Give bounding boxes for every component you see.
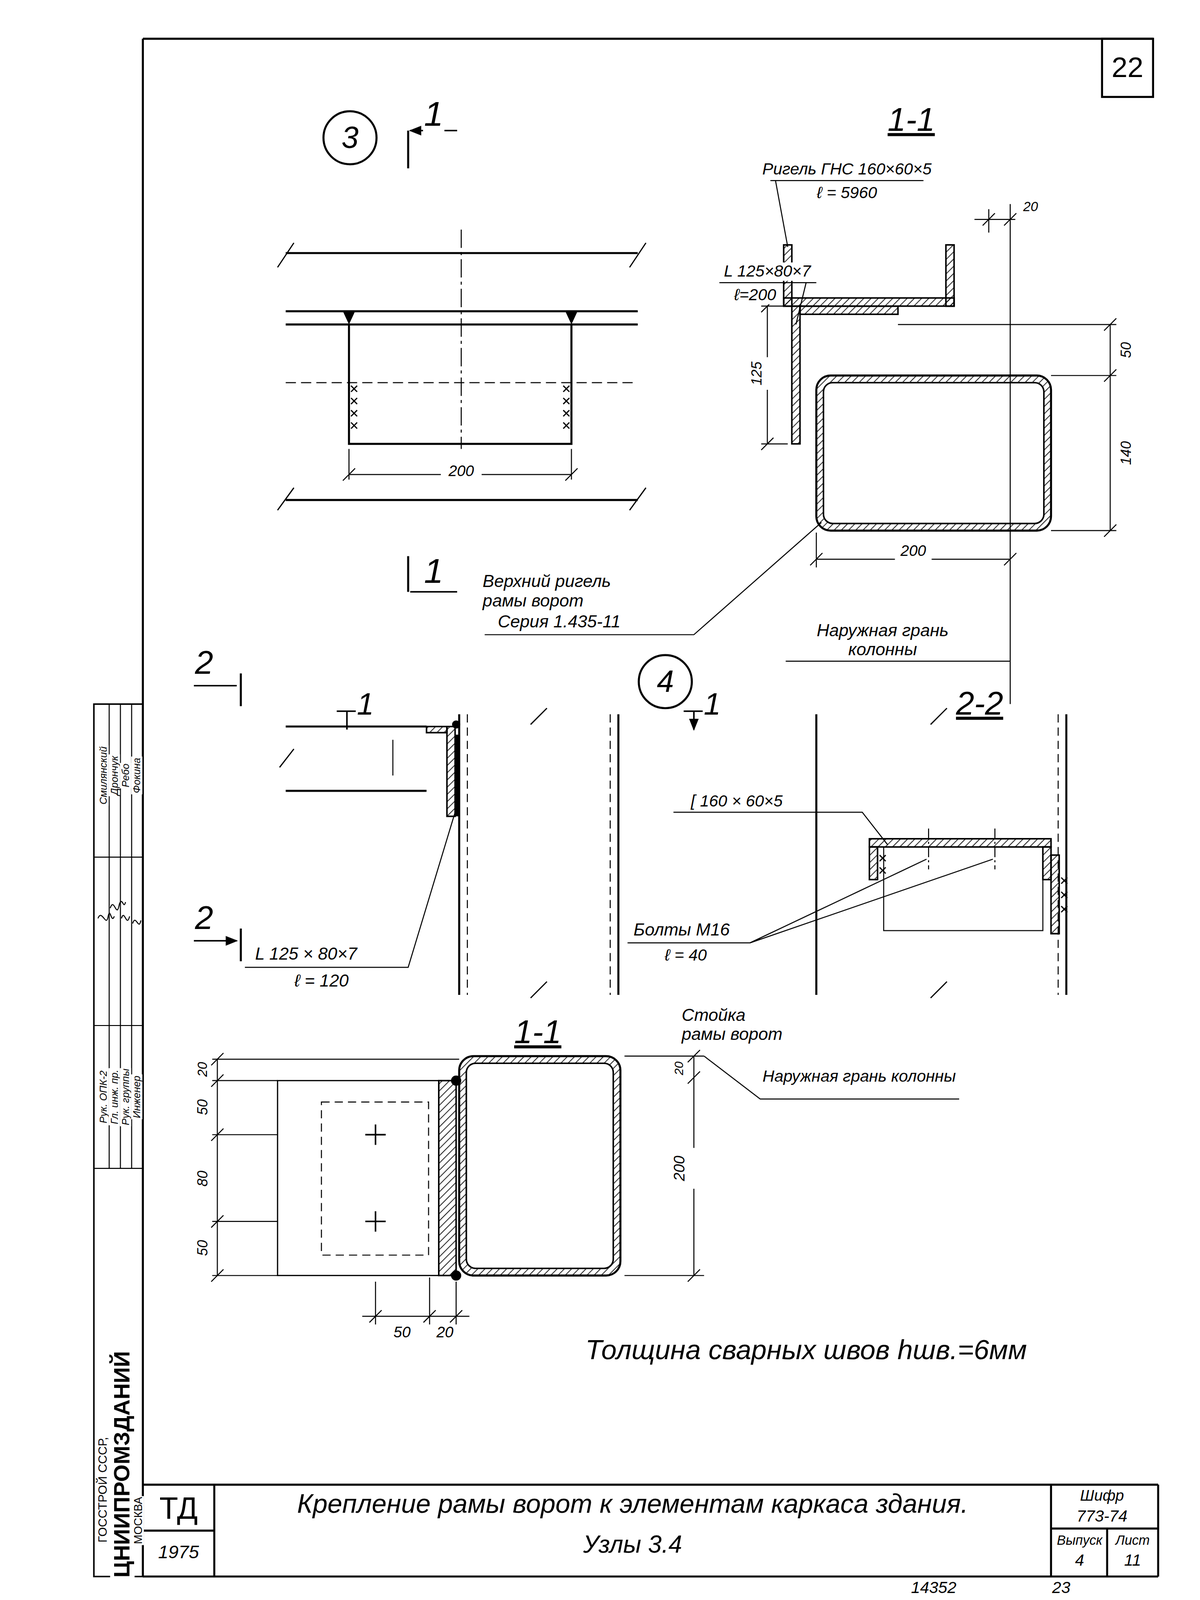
rotated-label: 200 <box>670 1154 688 1182</box>
rotated-label: Дрончук <box>108 754 120 797</box>
node3-elevation <box>277 130 646 592</box>
drawing-label: Толщина сварных швов hшв.=6мм <box>584 1335 1028 1367</box>
drawing-label: 200 <box>447 463 475 480</box>
rotated-label: Смилянский <box>97 745 109 806</box>
drawing-label: 1 <box>423 552 445 591</box>
rotated-label: ГОССТРОЙ СССР, <box>96 1435 110 1544</box>
rotated-label: 20 <box>195 1060 211 1078</box>
drawing-label: ℓ = 40 <box>663 946 708 965</box>
drawing-label: ℓ = 120 <box>293 972 350 992</box>
drawing-label: 2 <box>193 900 215 936</box>
drawing-label: ℓ = 5960 <box>815 183 878 202</box>
rotated-label: Инженер <box>131 1074 143 1120</box>
drawing-label: Шифр <box>1078 1487 1125 1505</box>
rotated-label: 50 <box>1118 341 1135 360</box>
drawing-label: Стойка рамы ворот <box>680 1006 785 1045</box>
node4-elevation <box>193 673 704 998</box>
drawing-label: 22 <box>1110 52 1145 84</box>
drawing-label: [ 160 × 60×5 <box>690 792 784 811</box>
drawing-label: Наружная грань колонны <box>755 1067 962 1086</box>
drawing-label: 20 <box>1022 200 1039 215</box>
drawing-label: 20 <box>435 1324 455 1342</box>
drawing-label: L 125 × 80×7 <box>254 945 359 965</box>
node4-section-2-2 <box>627 708 1068 999</box>
drawing-label: Крепление рамы ворот к элементам каркаса… <box>296 1489 970 1519</box>
drawing-label: 2 <box>193 645 215 682</box>
drawing-label: 11 <box>1122 1551 1142 1570</box>
drawing-label: 1-1 <box>513 1014 563 1051</box>
drawing-label: 4 <box>1074 1551 1086 1570</box>
rotated-label: Ребо <box>119 762 131 789</box>
drawing-label: Выпуск <box>1055 1533 1104 1549</box>
callout-number: 3 <box>341 122 359 154</box>
drawing-label: 1975 <box>157 1542 200 1564</box>
drawing-label: 14352 <box>909 1578 958 1597</box>
drawing-label: 23 <box>1051 1578 1072 1597</box>
drawing-label: 2-2 <box>954 686 1005 723</box>
drawing-label: 50 <box>392 1324 412 1342</box>
drawing-label: 1 <box>702 687 722 722</box>
rotated-label: Гл. инж. пр. <box>108 1068 120 1126</box>
rotated-label: 20 <box>672 1060 687 1077</box>
sheet-frame <box>93 38 1159 1577</box>
drawing-label: Лист <box>1114 1533 1151 1549</box>
rotated-label: Рук. ОПК-2 <box>97 1069 109 1125</box>
rotated-label: Рук. группы <box>119 1067 131 1127</box>
drawing-label: L 125×80×7 <box>722 262 813 281</box>
callout-circle: 4 <box>637 654 693 710</box>
node4-section-1-1 <box>211 1050 960 1325</box>
drawing-label: 1-1 <box>886 102 936 139</box>
rotated-label: 50 <box>195 1238 212 1258</box>
rotated-label: 80 <box>195 1169 212 1188</box>
drawing-label: Болты М16 <box>632 921 731 941</box>
drawing-label: Наружная грань колонны <box>779 621 986 660</box>
drawing-label: ℓ=200 <box>733 285 778 304</box>
drawing-label: 200 <box>899 542 927 560</box>
callout-circle: 3 <box>322 109 378 166</box>
drawing-label: Серия 1.435-11 <box>496 612 622 633</box>
drawing-label: 1 <box>355 687 375 722</box>
rotated-label: МОСКВА <box>131 1495 145 1545</box>
rotated-label: ЦНИИПРОМЗДАНИЙ <box>109 1349 135 1579</box>
drawing-label: ТД <box>158 1491 199 1526</box>
drawing-label: Ригель ГНС 160×60×5 <box>761 160 933 179</box>
drawing-label: 1 <box>423 95 445 134</box>
drawing-label: Верхний ригель рамы ворот <box>481 572 637 611</box>
rotated-label: 125 <box>749 360 766 387</box>
node3-section <box>484 180 1117 704</box>
callout-number: 4 <box>656 666 674 697</box>
rotated-label: 50 <box>195 1098 212 1117</box>
rotated-label: 140 <box>1118 439 1135 466</box>
rotated-label: Фокина <box>131 756 143 795</box>
drawing-label: Узлы 3.4 <box>582 1531 684 1559</box>
drawing-label: 773-74 <box>1075 1507 1129 1526</box>
